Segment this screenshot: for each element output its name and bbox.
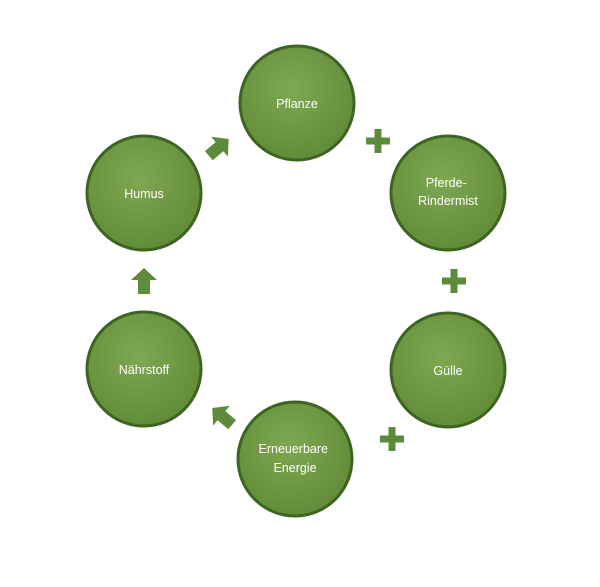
node-naehrstoff: Nährstoff bbox=[85, 310, 203, 428]
arrow-icon bbox=[131, 268, 157, 294]
node-erneuerbare-energie-label-line1: Erneuerbare bbox=[259, 442, 329, 456]
node-pferde-rindermist-circle bbox=[389, 134, 507, 252]
svg-text:Humus: Humus bbox=[124, 187, 164, 201]
node-guelle: Gülle bbox=[389, 311, 507, 429]
node-erneuerbare-energie-circle bbox=[236, 400, 354, 518]
arrow-icon bbox=[204, 136, 229, 161]
node-pferde-rindermist-label-line1: Pferde- bbox=[426, 176, 467, 190]
node-pferde-rindermist-label-line2: Rindermist bbox=[418, 194, 478, 208]
node-erneuerbare-energie: Erneuerbare Energie bbox=[236, 400, 354, 518]
node-humus: Humus bbox=[85, 134, 203, 252]
svg-text:Gülle: Gülle bbox=[433, 364, 462, 378]
node-pflanze: Pflanze bbox=[238, 44, 356, 162]
node-humus-label: Humus bbox=[124, 187, 164, 201]
svg-text:Pflanze: Pflanze bbox=[276, 97, 318, 111]
arrow-icon bbox=[212, 405, 237, 430]
node-naehrstoff-label: Nährstoff bbox=[119, 363, 170, 377]
svg-text:Nährstoff: Nährstoff bbox=[119, 363, 170, 377]
node-pflanze-label: Pflanze bbox=[276, 97, 318, 111]
plus-icon bbox=[380, 427, 404, 451]
node-pflanze-circle bbox=[238, 44, 356, 162]
svg-text:Pferde- Rindermist: Pferde- Rindermist bbox=[418, 176, 478, 208]
plus-icon bbox=[366, 129, 390, 153]
node-naehrstoff-circle bbox=[85, 310, 203, 428]
svg-text:Erneuerbare Energie: Erneuerbare Energie bbox=[259, 442, 332, 475]
node-erneuerbare-energie-label-line2: Energie bbox=[273, 461, 316, 475]
node-guelle-label: Gülle bbox=[433, 364, 462, 378]
node-pferde-rindermist: Pferde- Rindermist bbox=[389, 134, 507, 252]
node-guelle-circle bbox=[389, 311, 507, 429]
plus-icon bbox=[442, 269, 466, 293]
node-humus-circle bbox=[85, 134, 203, 252]
